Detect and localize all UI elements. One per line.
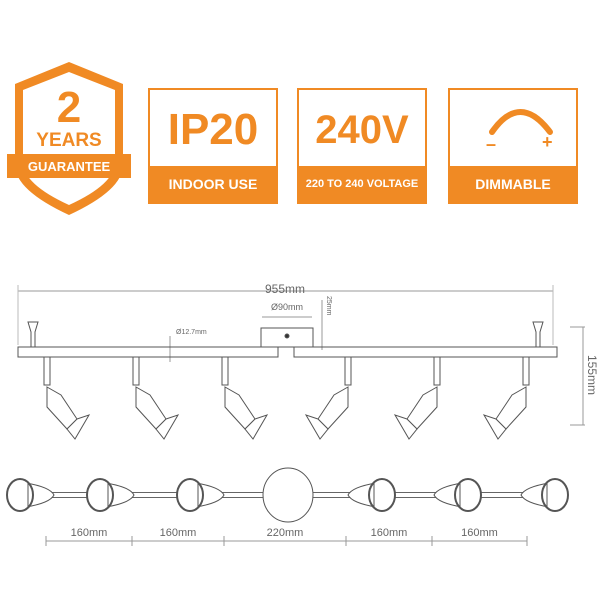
lamp-head <box>433 478 482 512</box>
spotlight <box>43 356 91 440</box>
spacing-label: 160mm <box>71 527 108 539</box>
bar-diameter-label: Ø12.7mm <box>176 329 207 336</box>
plate-diameter-label: Ø90mm <box>271 302 303 312</box>
minus-sign: – <box>486 134 497 154</box>
bar-right <box>293 346 558 358</box>
ip-rating: IP20 <box>167 105 259 154</box>
spotlight <box>482 356 530 440</box>
ceiling-plate <box>260 327 314 348</box>
dimmable-badge: – + DIMMABLE <box>448 88 578 204</box>
indoor-use-label: INDOOR USE <box>150 166 276 202</box>
spotlight <box>304 356 352 440</box>
dimmer-arc-icon <box>489 109 553 135</box>
bar-left <box>17 346 279 358</box>
spacing-label: 220mm <box>267 527 304 539</box>
voltage-badge: 240V 220 TO 240 VOLTAGE <box>297 88 427 204</box>
lamp-head <box>176 478 225 512</box>
spotlight <box>132 356 180 440</box>
spacing-label: 160mm <box>461 527 498 539</box>
ip20-badge: IP20 INDOOR USE <box>148 88 278 204</box>
lamp-head <box>347 478 396 512</box>
dimmable-label: DIMMABLE <box>450 166 576 202</box>
guarantee-number: 2 <box>57 83 81 132</box>
voltage-range-label: 220 TO 240 VOLTAGE <box>299 166 425 202</box>
total-length-label: 955mm <box>265 282 305 296</box>
plate-height-label: 25mm <box>325 296 332 316</box>
height-label: 155mm <box>585 355 599 395</box>
spotlight <box>221 356 269 440</box>
lamp-head <box>520 478 569 512</box>
spacing-label: 160mm <box>160 527 197 539</box>
spotlight <box>393 356 441 440</box>
ceiling-plate-top <box>262 467 314 523</box>
guarantee-shield: 2 YEARS GUARANTEE <box>7 62 131 215</box>
lamp-head <box>86 478 135 512</box>
lamp-head <box>6 478 55 512</box>
guarantee-years: YEARS <box>36 130 101 151</box>
spacing-label: 160mm <box>371 527 408 539</box>
guarantee-label: GUARANTEE <box>28 159 111 174</box>
voltage-value: 240V <box>315 107 409 152</box>
plus-sign: + <box>542 132 553 152</box>
